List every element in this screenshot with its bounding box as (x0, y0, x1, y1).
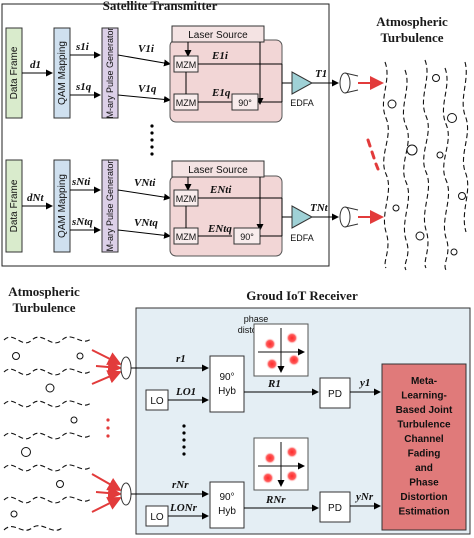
estimator-line: Estimation (398, 507, 449, 518)
turbulence-top-bubbles (387, 74, 466, 256)
laser-source-block (171, 160, 265, 178)
estimator-line: Fading (408, 449, 441, 460)
rx-beams-top (91, 349, 122, 385)
t-label: TNt (310, 202, 329, 214)
tx-telescope (339, 72, 351, 94)
data-frame-label: Data Frame (9, 179, 20, 232)
lo-label: LO1 (175, 386, 196, 398)
pd-block (319, 377, 351, 409)
e-q-label: E1q (211, 87, 231, 99)
v-i-label: V1i (138, 43, 155, 55)
qam-mapping-label: QAM Mapping (57, 41, 68, 105)
tx-chain-bottom: Data Frame dNt QAM Mapping sNti sNtq M-a… (5, 159, 384, 257)
rx-telescope (120, 356, 132, 380)
receiver-title: Groud IoT Receiver (246, 288, 358, 303)
v-q-label: VNtq (134, 217, 158, 229)
lo-box-label: LO (150, 512, 164, 523)
transmitter-title: Satellite Transmitter (103, 0, 218, 13)
e-q-label: ENtq (207, 223, 232, 235)
s-q-label: s1q (75, 81, 92, 93)
mzm-i-label: MZM (176, 60, 197, 70)
pulse-generator-label: M-ary Pulse Generator (105, 160, 115, 251)
qam-mapping-block (53, 27, 71, 119)
e-i-label: ENti (209, 184, 232, 196)
estimator-block (381, 363, 467, 531)
qam-mapping-block (53, 159, 71, 253)
r-label: r1 (176, 353, 186, 365)
edfa-amplifier (291, 71, 314, 95)
y-label: yNr (354, 491, 374, 503)
turbulence-left-region (3, 336, 93, 531)
qam-mapping-label: QAM Mapping (57, 174, 68, 238)
hybrid-block (209, 481, 245, 529)
constellation-bottom (253, 437, 309, 491)
estimator-line: Learning- (401, 391, 447, 402)
lo-box-label: LO (150, 396, 164, 407)
e-i-label: E1i (211, 50, 229, 62)
pulse-generator-block (101, 27, 119, 119)
t-label: T1 (315, 68, 327, 80)
hybrid-label-2: Hyb (218, 386, 236, 397)
pd-label: PD (328, 389, 342, 400)
pulse-generator-block (101, 159, 119, 253)
mzm-i-label: MZM (176, 194, 197, 204)
turbulence-top-region (382, 59, 469, 271)
s-i-label: sNti (71, 176, 91, 188)
estimator-line: Turbulence (397, 420, 451, 431)
tx-telescope (339, 206, 351, 228)
input-signal-label: dNt (27, 192, 44, 204)
pd-block (319, 491, 351, 523)
input-signal-label: d1 (30, 59, 41, 71)
laser-source-label: Laser Source (188, 30, 248, 41)
edfa-amplifier (291, 205, 314, 229)
rx-telescope (120, 482, 132, 506)
hybrid-label-2: Hyb (218, 506, 236, 517)
data-frame-label: Data Frame (9, 46, 20, 99)
r-label: rNr (172, 479, 189, 491)
phase-distortion-label-1: phase (244, 314, 269, 324)
turbulence-left-bubbles (10, 352, 84, 518)
R-label: RNr (265, 494, 286, 506)
rx-branch-top: r1 LO LO1 90° Hyb R1 PD y1 (120, 353, 381, 413)
rx-ellipsis (182, 424, 186, 456)
phase-shifter-label: 90° (238, 98, 252, 108)
R-label: R1 (267, 378, 281, 390)
estimator-line: Distortion (400, 492, 447, 503)
pulse-generator-label: M-ary Pulse Generator (105, 27, 115, 118)
s-q-label: sNtq (71, 216, 93, 228)
estimator-line: Channel (404, 434, 444, 445)
rx-beam-dots (106, 418, 110, 438)
s-i-label: s1i (75, 41, 90, 53)
edfa-label: EDFA (290, 233, 314, 243)
estimator-line: Based Joint (396, 405, 453, 416)
mzm-q-label: MZM (176, 98, 197, 108)
y-label: y1 (358, 377, 370, 389)
estimator-line: and (415, 463, 433, 474)
laser-source-label: Laser Source (188, 165, 248, 176)
turbulence-top-red-marks (366, 138, 380, 171)
phase-shifter-label: 90° (240, 232, 254, 242)
rx-beams-bottom (91, 473, 122, 513)
estimator-label: Meta- Learning- Based JointTurbulenceChann… (396, 376, 453, 518)
tx-chain-top: Data Frame d1 QAM Mapping s1i s1q M-ary … (5, 25, 384, 123)
hybrid-label-1: 90° (219, 372, 234, 383)
v-q-label: V1q (138, 83, 157, 95)
hybrid-label-1: 90° (219, 492, 234, 503)
mzm-q-label: MZM (176, 232, 197, 242)
constellation-top (253, 323, 309, 377)
hybrid-block (209, 355, 245, 413)
lo-label: LONr (169, 502, 198, 514)
v-i-label: VNti (134, 177, 156, 189)
rx-branch-bottom: rNr LO LONr 90° Hyb RNr PD yNr (120, 479, 381, 529)
estimator-line: Meta- (411, 376, 437, 387)
edfa-label: EDFA (290, 98, 314, 108)
tx-ellipsis (150, 124, 154, 156)
pd-label: PD (328, 503, 342, 514)
estimator-line: Phase (409, 478, 439, 489)
laser-source-block (171, 25, 265, 43)
